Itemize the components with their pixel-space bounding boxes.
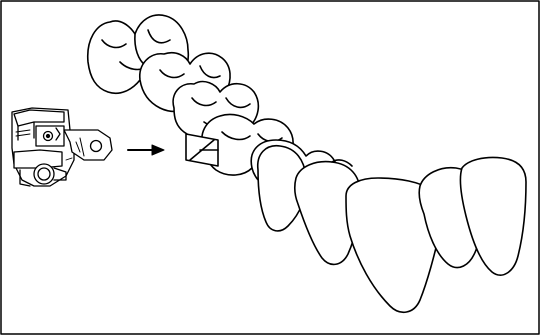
bonding-site-marker — [186, 134, 218, 166]
